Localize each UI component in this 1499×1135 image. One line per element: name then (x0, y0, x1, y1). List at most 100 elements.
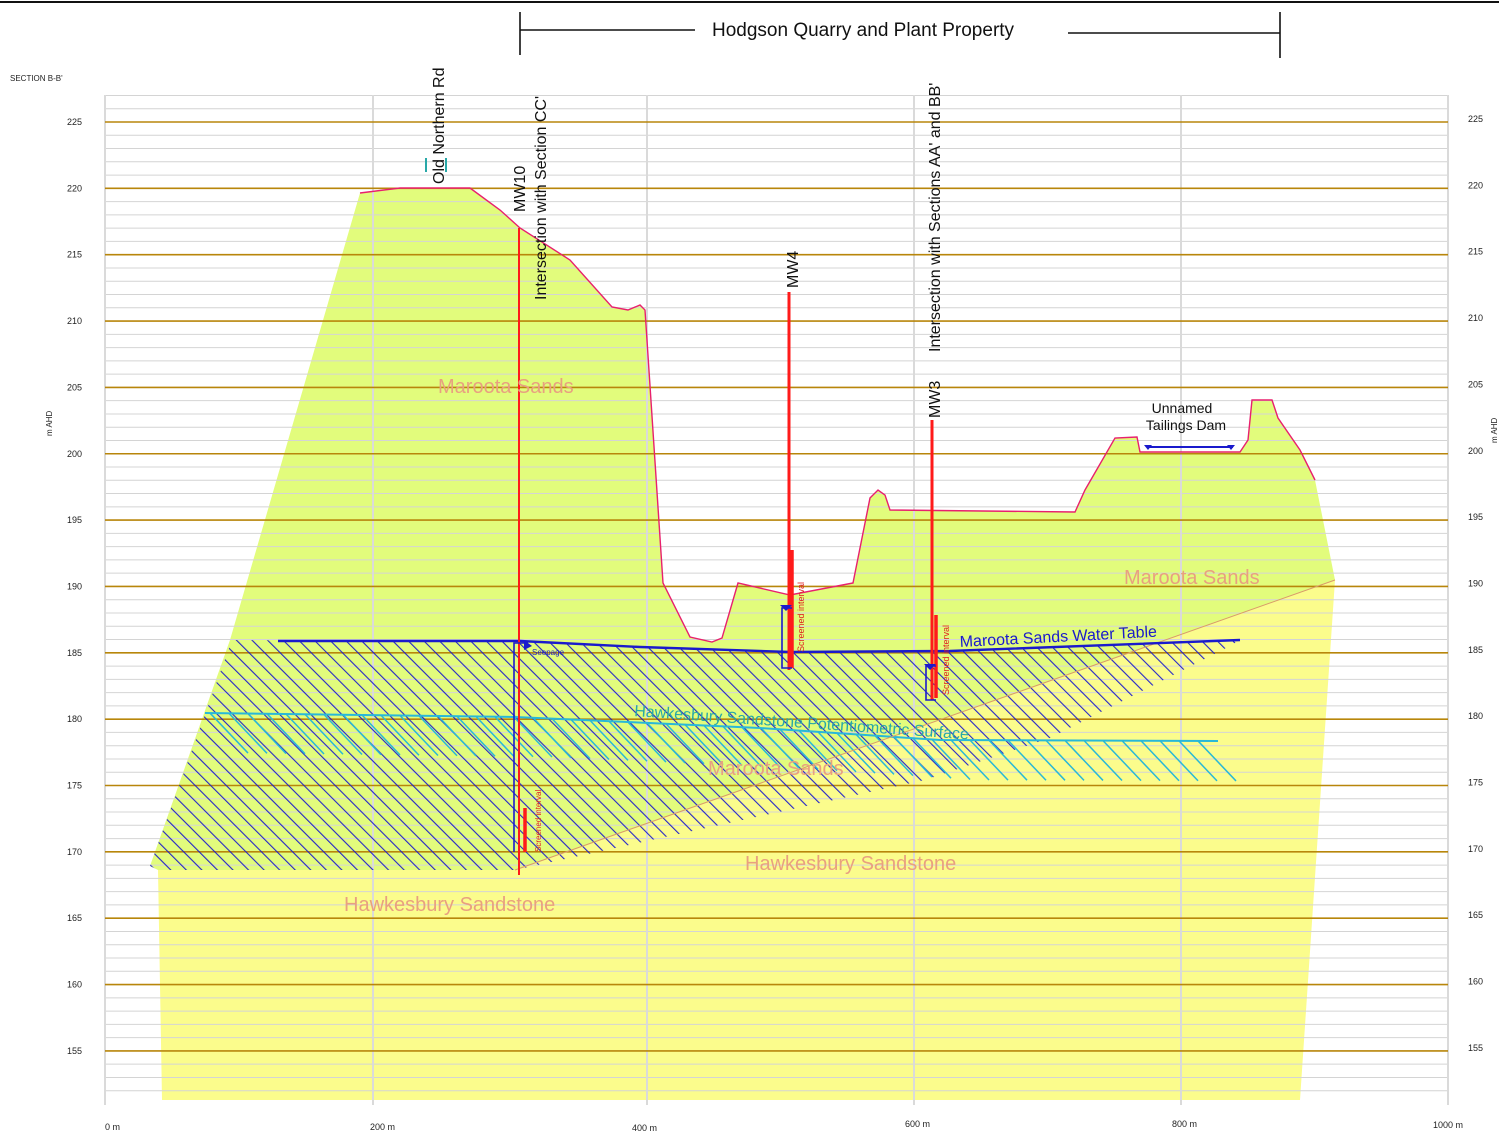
y-tick-label-left: 155 (67, 1046, 82, 1056)
dam-label-line2: Tailings Dam (1146, 417, 1226, 433)
y-tick-label-right: 210 (1468, 313, 1483, 323)
dam-label-line1: Unnamed (1152, 400, 1213, 416)
maroota-sands-label-lower: Maroota Sands (708, 758, 844, 780)
potentiometric-hatch-tick (209, 712, 249, 754)
y-tick-label-right: 165 (1468, 910, 1483, 920)
potentiometric-hatch-tick (399, 714, 439, 757)
maroota-sands-label-upper: Maroota Sands (438, 376, 574, 398)
potentiometric-hatch-tick (893, 736, 933, 778)
potentiometric-hatch-tick (380, 714, 420, 756)
y-tick-label-right: 220 (1468, 180, 1483, 190)
potentiometric-hatch-tick (1140, 740, 1180, 782)
potentiometric-hatch-tick (1197, 740, 1237, 782)
potentiometric-surface-line (204, 712, 1219, 742)
mw4-level-marker (780, 605, 792, 611)
potentiometric-hatch-tick (1121, 740, 1161, 782)
x-tick-label: 1000 m (1433, 1120, 1463, 1130)
potentiometric-hatch-tick (760, 727, 800, 769)
mw4-label: MW4 (785, 251, 802, 288)
y-unit-label-right: m AHD (1490, 417, 1499, 443)
potentiometric-hatch-tick (266, 713, 306, 755)
potentiometric-hatch-tick (988, 739, 1028, 781)
mw3-screen-label: Screened interval (941, 625, 951, 695)
potentiometric-hatch-tick (475, 715, 515, 758)
y-tick-labels-left: 2252202152102052001951901851801751701651… (67, 117, 82, 1056)
potentiometric-hatch-tick (722, 725, 762, 767)
mw10-water-level-bracket (513, 642, 528, 852)
y-tick-label-left: 160 (67, 980, 82, 990)
y-tick-label-right: 180 (1468, 711, 1483, 721)
y-tick-label-left: 180 (67, 714, 82, 724)
potentiometric-hatch-tick (1102, 740, 1142, 782)
potentiometric-hatch-tick (950, 739, 990, 781)
intersection-cc-label: Intersection with Section CC' (533, 96, 550, 300)
mw3-label: MW3 (927, 381, 944, 418)
y-tick-label-left: 215 (67, 250, 82, 260)
potentiometric-hatch-tick (608, 720, 648, 762)
potentiometric-hatch-tick (912, 737, 952, 779)
dam-level-marker-left (1144, 445, 1152, 450)
x-tick-label: 400 m (632, 1123, 657, 1133)
ground-surface-line (359, 187, 1316, 643)
potentiometric-hatch-tick (361, 714, 401, 756)
potentiometric-hatch-tick (1178, 740, 1218, 782)
y-tick-label-left: 165 (67, 913, 82, 923)
potentiometric-hatch-tick (1045, 739, 1085, 781)
y-tick-label-left: 205 (67, 382, 82, 392)
y-tick-label-left: 210 (67, 316, 82, 326)
hawkesbury-sandstone-label-left: Hawkesbury Sandstone (344, 894, 555, 916)
y-tick-label-left: 195 (67, 515, 82, 525)
y-tick-label-right: 190 (1468, 578, 1483, 588)
potentiometric-hatch-tick (323, 714, 363, 756)
x-tick-label: 200 m (370, 1122, 395, 1132)
dam-level-marker-right (1227, 445, 1235, 450)
potentiometric-hatch-tick (1083, 740, 1123, 782)
potentiometric-hatch-tick (513, 716, 553, 758)
potentiometric-hatch-tick (532, 717, 572, 759)
hawkesbury-contact-line (514, 579, 1336, 871)
seepage-label: Seepage (532, 648, 565, 657)
potentiometric-hatch-tick (798, 730, 838, 772)
potentiometric-hatch-tick (1007, 739, 1047, 781)
y-tick-label-right: 175 (1468, 778, 1483, 788)
property-label: Hodgson Quarry and Plant Property (712, 20, 1015, 41)
potentiometric-hatch-tick (247, 713, 287, 755)
y-tick-labels-right: 2252202152102052001951901851801751701651… (1468, 114, 1483, 1053)
mw4-screen-label: Screened interval (796, 582, 806, 652)
water-table-line (278, 638, 1241, 654)
potentiometric-hatch-tick (285, 713, 325, 755)
vertical-grid (104, 95, 1449, 1105)
hawkesbury-sandstone-label-mid: Hawkesbury Sandstone (745, 853, 956, 875)
y-tick-label-right: 195 (1468, 512, 1483, 522)
potentiometric-hatch-tick (228, 712, 268, 754)
y-tick-label-right: 205 (1468, 379, 1483, 389)
potentiometric-hatch-tick (570, 718, 610, 761)
potentiometric-hatch-tick (456, 715, 496, 757)
y-tick-label-left: 225 (67, 117, 82, 127)
potentiometric-hatch-tick (1026, 739, 1066, 781)
potentiometric-hatch-tick (589, 719, 629, 761)
potentiometric-hatch-tick (1159, 740, 1199, 782)
y-tick-label-right: 185 (1468, 645, 1483, 655)
potentiometric-hatch-tick (969, 739, 1009, 781)
intersection-aa-bb-label: Intersection with Sections AA' and BB' (927, 83, 944, 352)
potentiometric-hatch-tick (551, 718, 591, 760)
potentiometric-hatch-tick (741, 726, 781, 768)
y-tick-label-left: 190 (67, 581, 82, 591)
y-tick-label-right: 215 (1468, 247, 1483, 257)
potentiometric-hatch-tick (342, 714, 382, 756)
potentiometric-hatch-tick (665, 723, 705, 765)
x-tick-label: 600 m (905, 1119, 930, 1129)
potentiometric-hatch-tick (817, 731, 857, 773)
y-tick-label-right: 170 (1468, 844, 1483, 854)
mw10-screen-label: Screened interval (534, 790, 543, 852)
x-tick-label: 800 m (1172, 1119, 1197, 1129)
potentiometric-hatch-tick (418, 715, 458, 757)
maroota-sands-label-right: Maroota Sands (1124, 567, 1260, 589)
y-tick-label-left: 220 (67, 183, 82, 193)
y-tick-label-left: 175 (67, 781, 82, 791)
y-unit-label-left: m AHD (45, 410, 54, 436)
y-tick-label-right: 160 (1468, 977, 1483, 987)
potentiometric-hatch-tick (874, 735, 914, 777)
